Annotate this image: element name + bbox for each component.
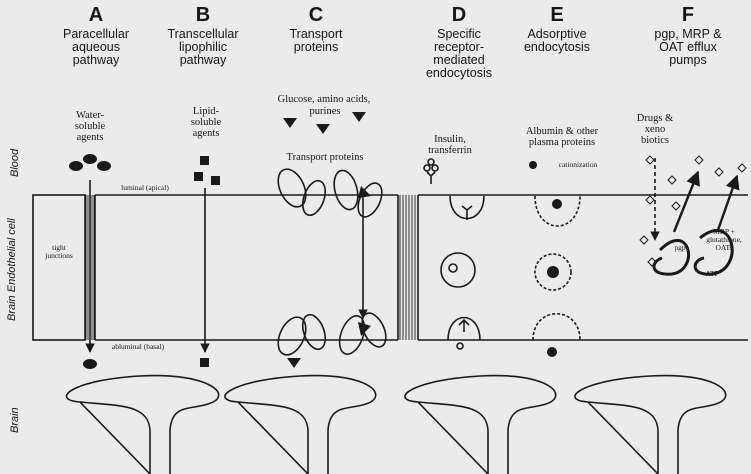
brain-capillary-3 <box>405 376 556 474</box>
lipid-agent-3 <box>211 176 220 185</box>
panel-letter-e: E <box>537 4 577 27</box>
panel-letter-d: D <box>439 4 479 27</box>
transport-proteins-label: Transport proteins <box>275 152 375 163</box>
xeno-1 <box>646 156 654 164</box>
endocytic-vesicle <box>441 253 475 287</box>
solute-3 <box>352 112 366 122</box>
plasma-protein-3 <box>547 266 559 278</box>
panel-letter-b: B <box>183 4 223 27</box>
transporter-luminal-3 <box>330 168 362 212</box>
brain-label: Brain <box>9 383 21 433</box>
xeno-4 <box>715 168 723 176</box>
solute-1 <box>283 118 297 128</box>
lipid-agent-2 <box>194 172 203 181</box>
receptor-bottom <box>459 320 469 332</box>
water-agent-brain <box>83 359 97 369</box>
ligand-3 <box>428 159 434 165</box>
water-agent-1 <box>69 161 83 171</box>
xeno-5 <box>738 164 746 172</box>
lipid-agent-brain <box>200 358 209 367</box>
endothelial-cell-a <box>33 195 85 340</box>
cationization-label: cationization <box>548 161 608 169</box>
solute-bound-top <box>358 186 371 198</box>
vesicle-cargo <box>449 264 457 272</box>
plasma-protein-2 <box>552 199 562 209</box>
solute-brain <box>287 358 301 368</box>
xeno-2 <box>668 176 676 184</box>
blood-label: Blood <box>9 127 21 177</box>
endothelial-label: Brain Endothelial cell <box>6 201 18 321</box>
endothelial-cell-b <box>95 195 274 340</box>
water-agent-2 <box>83 154 97 164</box>
receptor-blood <box>427 172 435 184</box>
brain-capillary-4 <box>575 376 726 474</box>
panel-letter-a: A <box>76 4 116 27</box>
mrp-label: MRP +glutathione,OATs <box>700 228 748 252</box>
transporter-abluminal-3 <box>335 312 369 357</box>
transporter-luminal-1 <box>273 165 312 211</box>
water-agent-3 <box>97 161 111 171</box>
brain-capillary-2 <box>225 376 376 474</box>
panel-letter-c: C <box>296 4 336 27</box>
insulin-label: Insulin,transferrin <box>420 134 480 156</box>
transporter-abluminal-2 <box>298 312 329 353</box>
plasma-protein-1 <box>529 161 537 169</box>
pgp-label: pgp <box>670 244 690 252</box>
ligand-2 <box>432 165 438 171</box>
purines-label: purines <box>300 106 350 117</box>
plasma-protein-4 <box>547 347 557 357</box>
transporter-luminal-4 <box>353 179 386 220</box>
efflux-arrow-2 <box>718 176 737 230</box>
adsorptive-exit-pit <box>533 314 580 340</box>
released-ligand <box>457 343 463 349</box>
tight-junction-cd <box>400 195 415 340</box>
ligand-1 <box>424 165 430 171</box>
efflux-arrow-1 <box>674 172 698 232</box>
xeno-7 <box>672 202 680 210</box>
lipid-agent-1 <box>200 156 209 165</box>
xeno-8 <box>640 236 648 244</box>
abluminal-label: abluminal (basal) <box>98 343 178 351</box>
luminal-label: luminal (apical) <box>110 184 180 192</box>
xeno-6 <box>646 196 654 204</box>
panel-letter-f: F <box>668 4 708 27</box>
brain-capillary-1 <box>67 376 219 474</box>
solute-2 <box>316 124 330 134</box>
glucose-label: Glucose, amino acids, <box>264 94 384 105</box>
xeno-3 <box>695 156 703 164</box>
atp-label: ATP <box>700 270 724 278</box>
